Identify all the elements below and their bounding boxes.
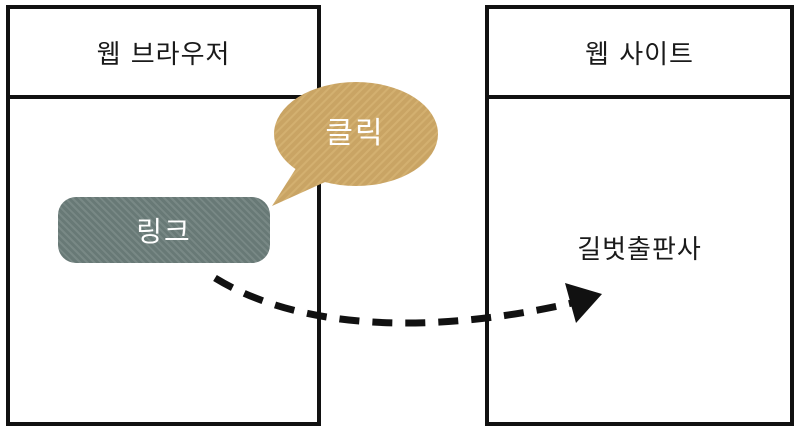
web-browser-title: 웹 브라우저: [10, 9, 317, 99]
web-site-title: 웹 사이트: [489, 9, 790, 99]
link-button[interactable]: 링크: [58, 197, 270, 263]
link-label: 링크: [136, 215, 192, 248]
site-content-label: 길벗출판사: [577, 235, 702, 265]
web-site-box: 웹 사이트 길벗출판사: [485, 5, 794, 426]
click-label: 클릭: [325, 116, 385, 151]
